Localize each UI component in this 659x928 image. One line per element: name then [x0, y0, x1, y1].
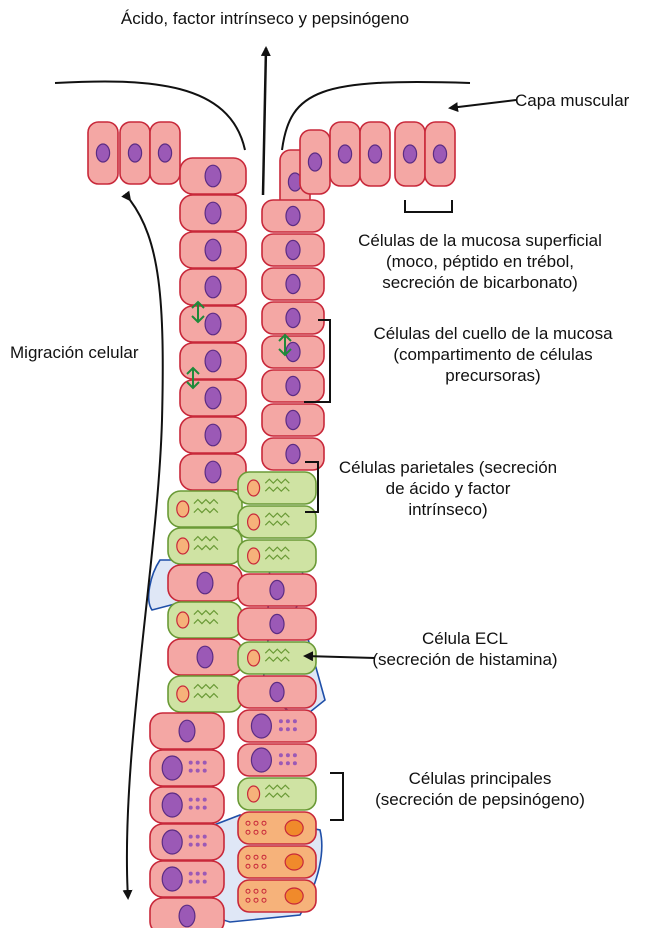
- right-cell-m: [262, 438, 324, 470]
- surface-cell: [300, 130, 330, 194]
- surface-mucous-line-1: Células de la mucosa superficial: [320, 230, 640, 251]
- surface-mucous-line-2: (moco, péptido en trébol,: [320, 251, 640, 272]
- surface-mucous-line-3: secreción de bicarbonato): [320, 272, 640, 293]
- left-cell-granule: [150, 861, 224, 897]
- left-cell-granule: [150, 787, 224, 823]
- left-cell-par: [168, 491, 242, 527]
- right-cell-m: [238, 676, 316, 708]
- left-cell-m: [180, 417, 246, 453]
- parietal-line-1: Células parietales (secreción: [318, 457, 578, 478]
- right-cell-par: [238, 540, 316, 572]
- right-cell-m: [262, 200, 324, 232]
- neck-mucous-line-2: (compartimento de células: [338, 344, 648, 365]
- chief-line-1: Células principales: [340, 768, 620, 789]
- surface-mucous-label: Células de la mucosa superficial (moco, …: [320, 230, 640, 293]
- parietal-label: Células parietales (secreción de ácido y…: [318, 457, 578, 520]
- left-cell-m: [180, 306, 246, 342]
- ecl-label: Célula ECL (secreción de histamina): [345, 628, 585, 670]
- right-cell-m: [262, 370, 324, 402]
- left-cell-m: [168, 639, 242, 675]
- surface-cell: [88, 122, 118, 184]
- ecl-line-1: Célula ECL: [345, 628, 585, 649]
- left-cell-m: [150, 898, 224, 928]
- left-cell-granule: [150, 750, 224, 786]
- neck-mucous-line-1: Células del cuello de la mucosa: [338, 323, 648, 344]
- left-cell-par: [168, 602, 242, 638]
- right-cell-chief: [238, 846, 316, 878]
- left-cell-m: [180, 232, 246, 268]
- right-cell-m: [238, 608, 316, 640]
- right-cell-granule: [238, 744, 316, 776]
- surface-cell: [150, 122, 180, 184]
- left-cell-m: [180, 158, 246, 194]
- right-cell-par: [238, 506, 316, 538]
- right-cell-m: [262, 234, 324, 266]
- right-cell-m: [262, 302, 324, 334]
- surface-cell: [120, 122, 150, 184]
- right-cell-granule: [238, 710, 316, 742]
- chief-label: Células principales (secreción de pepsin…: [340, 768, 620, 810]
- parietal-line-2: de ácido y factor: [318, 478, 578, 499]
- surface-cell: [395, 122, 425, 186]
- right-cell-chief: [238, 880, 316, 912]
- right-cell-m: [262, 404, 324, 436]
- right-cell-par: [238, 778, 316, 810]
- muscle-layer-label: Capa muscular: [515, 90, 629, 111]
- left-cell-m: [168, 565, 242, 601]
- left-cell-par: [168, 528, 242, 564]
- secretion-label: Ácido, factor intrínseco y pepsinógeno: [60, 8, 470, 29]
- parietal-line-3: intrínseco): [318, 499, 578, 520]
- surface-cell: [425, 122, 455, 186]
- chief-line-2: (secreción de pepsinógeno): [340, 789, 620, 810]
- arrow-up-icon: [263, 48, 266, 195]
- right-cell-chief: [238, 812, 316, 844]
- left-cell-par: [168, 676, 242, 712]
- left-cell-m: [150, 713, 224, 749]
- left-cell-m: [180, 269, 246, 305]
- neck-mucous-line-3: precursoras): [338, 365, 648, 386]
- left-cell-m: [180, 195, 246, 231]
- right-cell-m: [262, 336, 324, 368]
- left-cell-granule: [150, 824, 224, 860]
- surface-cell: [330, 122, 360, 186]
- ecl-line-2: (secreción de histamina): [345, 649, 585, 670]
- right-cell-par: [238, 472, 316, 504]
- migration-label: Migración celular: [10, 342, 139, 363]
- left-wall-cells: [88, 122, 246, 928]
- surface-cell: [360, 122, 390, 186]
- right-cell-m: [238, 574, 316, 606]
- right-cell-m: [262, 268, 324, 300]
- left-cell-m: [180, 343, 246, 379]
- right-cell-par: [238, 642, 316, 674]
- left-cell-m: [180, 454, 246, 490]
- neck-mucous-label: Células del cuello de la mucosa (compart…: [338, 323, 648, 386]
